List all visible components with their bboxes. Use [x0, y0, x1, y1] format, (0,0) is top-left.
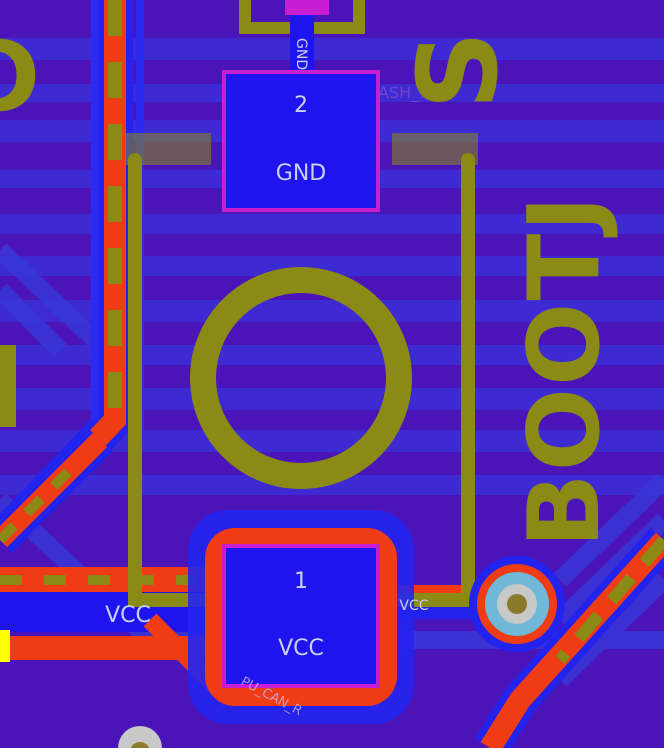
- gnd-trace-label: GND: [293, 38, 309, 70]
- silkscreen-left-bar: [0, 345, 16, 427]
- flash-net-label: ASH_SC: [378, 83, 440, 103]
- pad-2-number: 2: [294, 93, 308, 118]
- pad-1-net: VCC: [278, 636, 324, 661]
- board-silkscreen-label: BOOTJ: [508, 193, 622, 548]
- via-bottom[interactable]: [118, 726, 162, 748]
- gnd-vertical-trace: [290, 15, 314, 75]
- pad-2-gnd[interactable]: 2 GND: [222, 70, 380, 212]
- component-silkscreen-outline: [128, 153, 475, 607]
- vcc-right-trace-label: VCC: [399, 598, 428, 614]
- pad-1-number: 1: [294, 569, 308, 594]
- inner-layer-traces: [0, 38, 664, 495]
- silkscreen-top-right-glyph: S: [394, 31, 522, 110]
- silkscreen-tab-left: [125, 133, 211, 165]
- pad-2-body: [222, 70, 380, 212]
- pad-1-vcc[interactable]: 1 VCC: [222, 544, 380, 688]
- silkscreen-tab-right: [392, 133, 478, 165]
- via-right[interactable]: [469, 556, 565, 652]
- vcc-left-trace-label: VCC: [105, 603, 151, 628]
- via-drill-center: [507, 594, 527, 614]
- pad-2-net: GND: [276, 161, 326, 186]
- top-pad-fragment: [285, 0, 329, 15]
- silkscreen-top-left-glyphs: CE: [0, 17, 40, 129]
- pad-1-body: [222, 544, 380, 688]
- component-polarity-circle: [190, 267, 412, 489]
- via-bottom-hole: [130, 742, 150, 748]
